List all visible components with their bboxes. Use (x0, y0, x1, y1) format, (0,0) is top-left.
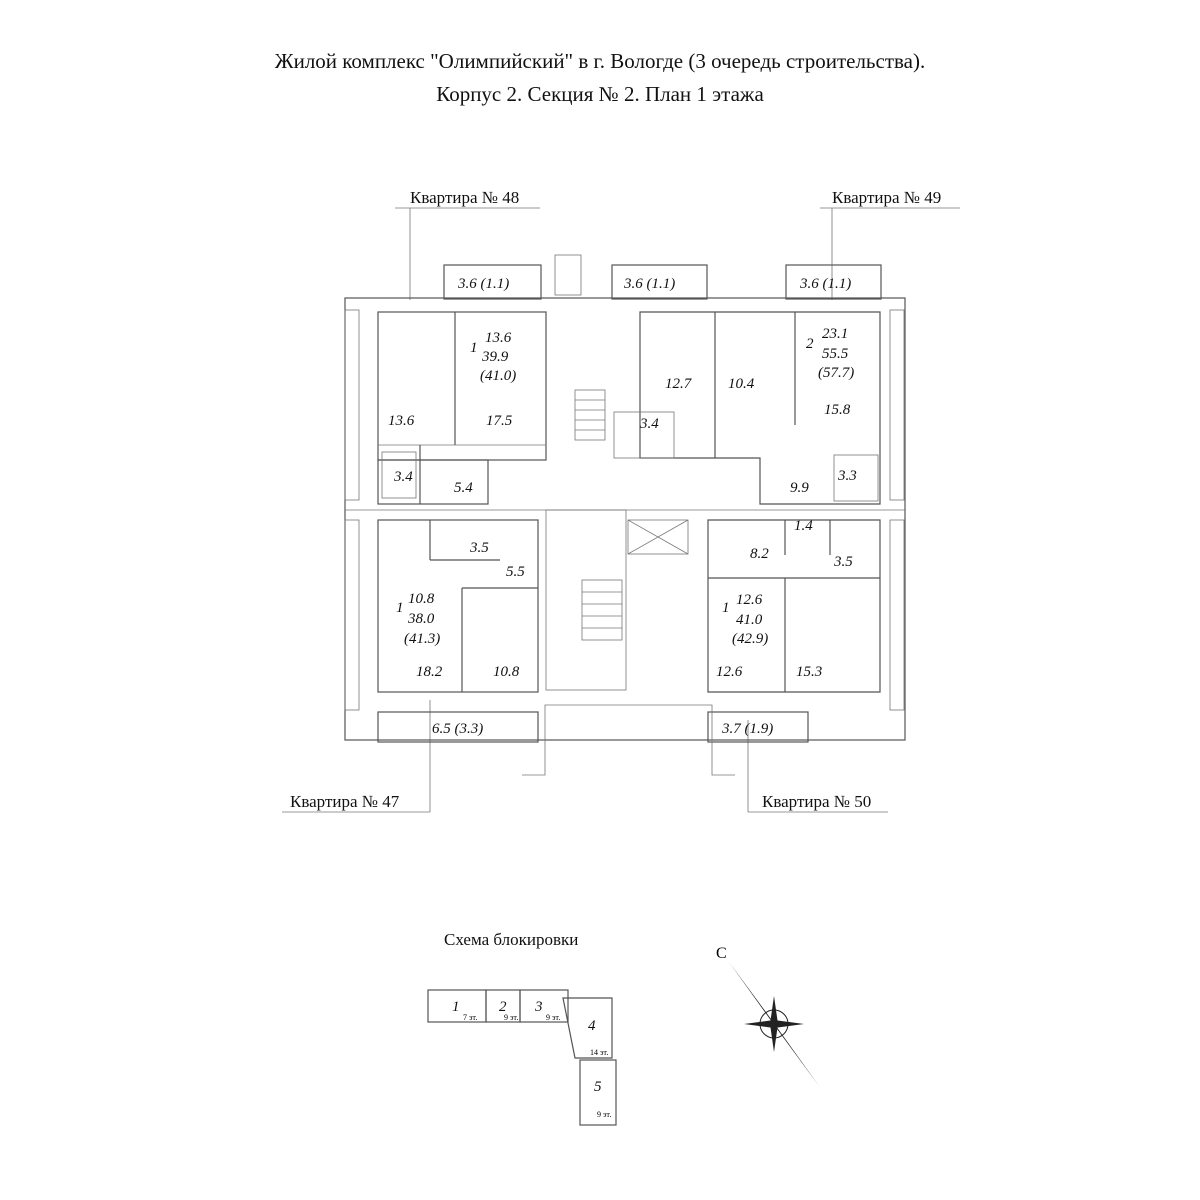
apartment-50-balcony (707, 711, 809, 743)
scheme-section-2-number: 2 (499, 999, 507, 1015)
apt49-bath1-area: 3.4 (639, 416, 659, 432)
apartment-47-fill (377, 519, 539, 693)
apt49-total-area: 55.5 (822, 346, 849, 362)
scheme-section-4 (562, 997, 613, 1059)
apt50-total-area: 41.0 (736, 612, 763, 628)
apt50-bath-area: 3.5 (833, 554, 853, 570)
apartment-49-balcony-2 (785, 264, 882, 300)
apt47-room1-area: 18.2 (416, 664, 443, 680)
apartment-47-balcony (377, 711, 539, 743)
apt48-hall-area: 5.4 (454, 480, 473, 496)
scheme-section-5 (579, 1059, 617, 1126)
apt49-room3-area: 15.8 (824, 402, 851, 418)
apt49-living-area: 23.1 (822, 326, 848, 342)
scheme-section-3 (519, 989, 569, 1023)
scheme-section-1-number: 1 (452, 999, 460, 1015)
building-walls (344, 297, 906, 741)
scheme-section-4-number: 4 (588, 1018, 596, 1034)
apartment-48-label: Квартира № 48 (410, 188, 520, 207)
apt50-balcony-area: 3.7 (1.9) (721, 721, 773, 737)
apt49-balcony2-area: 3.6 (1.1) (799, 276, 851, 292)
apartment-48-hall-fill (377, 459, 489, 505)
apt50-wc-area: 1.4 (794, 518, 813, 534)
apt48-balcony-area: 3.6 (1.1) (457, 276, 509, 292)
compass-north-label: С (716, 945, 727, 962)
apt49-total-balcony-area: (57.7) (818, 365, 854, 381)
plan-subtitle: Корпус 2. Секция № 2. План 1 этажа (436, 82, 764, 106)
apt48-total-balcony-area: (41.0) (480, 368, 516, 384)
apt48-room1-area: 13.6 (388, 413, 415, 429)
apt49-room1-area: 12.7 (665, 376, 693, 392)
apt48-living-area: 13.6 (485, 330, 512, 346)
apt49-rooms: 2 (806, 336, 814, 352)
apt48-rooms: 1 (470, 340, 478, 356)
apt47-room2-area: 10.8 (493, 664, 520, 680)
apartment-49 (611, 264, 882, 505)
apt50-room1-area: 12.6 (716, 664, 743, 680)
leader-lines (282, 207, 960, 813)
apt49-room2-area: 10.4 (728, 376, 755, 392)
apt47-rooms: 1 (396, 600, 404, 616)
apartment-50-fill (707, 519, 881, 693)
apartment-47 (377, 519, 539, 743)
apartment-50 (707, 519, 881, 743)
blocking-scheme: 1 7 эт. 2 9 эт. 3 9 эт. 4 14 эт. 5 9 эт. (427, 989, 617, 1126)
apt47-bath-area: 3.5 (469, 540, 489, 556)
apt49-balcony1-area: 3.6 (1.1) (623, 276, 675, 292)
apt49-bath2-area: 3.3 (837, 468, 857, 484)
scheme-section-1-floors: 7 эт. (463, 1013, 477, 1022)
apt47-hall-area: 5.5 (506, 564, 525, 580)
scheme-title: Схема блокировки (444, 930, 579, 949)
stair-core (522, 254, 735, 776)
apt47-living-area: 10.8 (408, 591, 435, 607)
apartment-48-fill (377, 311, 547, 461)
apt50-room2-area: 15.3 (796, 664, 822, 680)
apt50-living-area: 12.6 (736, 592, 763, 608)
apt50-hall-area: 8.2 (750, 546, 769, 562)
apartment-48-balcony (443, 264, 542, 300)
apt47-total-area: 38.0 (407, 611, 435, 627)
apartment-48 (377, 264, 547, 505)
apt50-total-balcony-area: (42.9) (732, 631, 768, 647)
scheme-section-3-floors: 9 эт. (546, 1013, 560, 1022)
scheme-section-5-number: 5 (594, 1079, 602, 1095)
scheme-section-4-floors: 14 эт. (590, 1048, 608, 1057)
apt47-balcony-area: 6.5 (3.3) (432, 721, 483, 737)
apt50-rooms: 1 (722, 600, 730, 616)
apartment-50-label: Квартира № 50 (762, 792, 872, 811)
apartment-47-label: Квартира № 47 (290, 792, 400, 811)
scheme-section-3-number: 3 (534, 999, 543, 1015)
apartment-49-balcony-1 (611, 264, 708, 300)
apt48-room2-area: 17.5 (486, 413, 513, 429)
plan-title: Жилой комплекс "Олимпийский" в г. Вологд… (274, 49, 926, 73)
scheme-section-5-floors: 9 эт. (597, 1110, 611, 1119)
apartment-49-label: Квартира № 49 (832, 188, 942, 207)
apt47-total-balcony-area: (41.3) (404, 631, 440, 647)
apt49-hall-area: 9.9 (790, 480, 809, 496)
compass-icon: С (716, 945, 819, 1086)
apt48-total-area: 39.9 (481, 349, 509, 365)
apt48-bath-area: 3.4 (393, 469, 413, 485)
scheme-section-2-floors: 9 эт. (504, 1013, 518, 1022)
